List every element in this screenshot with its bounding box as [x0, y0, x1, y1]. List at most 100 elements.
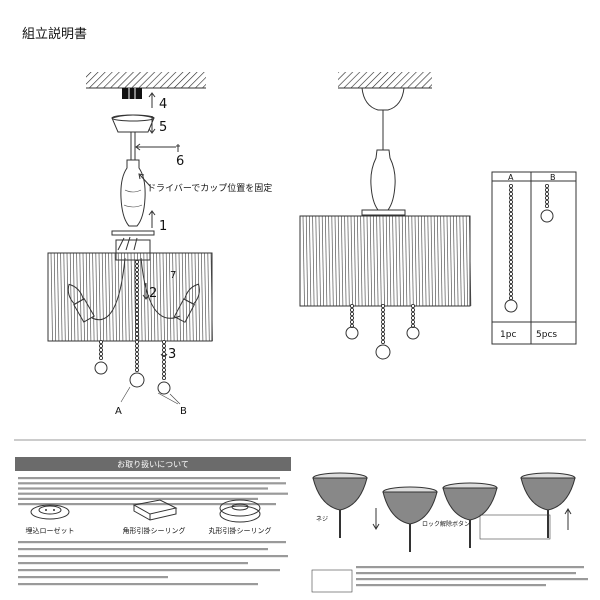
mounting-plate [361, 209, 406, 216]
chain-bead [134, 331, 139, 336]
shade-pleat [53, 252, 57, 342]
shade-pleat [462, 215, 465, 307]
shade-pleat [165, 252, 169, 342]
shade-pleat [424, 215, 427, 307]
chain-bead [134, 359, 139, 364]
chain-bead [545, 187, 550, 192]
install-step-1-cup [312, 472, 368, 538]
shade-pleat [121, 252, 124, 342]
chain-bead [349, 311, 354, 316]
chain-bead [508, 291, 513, 296]
chain-bead [508, 231, 513, 236]
chain-bead [545, 183, 550, 188]
fine-print-line [18, 548, 268, 551]
shade-pleat [430, 215, 433, 307]
chain-bead [349, 315, 354, 320]
chain-bead [410, 315, 415, 320]
shade-pleat [440, 215, 443, 307]
screwdriver-note: ドライバーでカップ位置を固定 [147, 182, 272, 194]
chain-bead [134, 279, 139, 284]
chain-bead [545, 195, 550, 200]
square-ceiling-fixture-icon [132, 499, 178, 521]
shade-pleat [85, 252, 89, 342]
shade-pleat [315, 215, 318, 307]
chain-bead [508, 183, 513, 188]
fine-print-line [18, 541, 286, 544]
chain-bead [508, 223, 513, 228]
shade-pleat [63, 252, 66, 342]
shade-pleat [89, 252, 92, 342]
shade-pleat [191, 252, 194, 342]
chain-bead [508, 267, 513, 272]
shade-pleat [101, 252, 105, 342]
chain-bead [134, 295, 139, 300]
canopy-cup [361, 87, 405, 111]
chain-bead [161, 363, 166, 368]
part-b-pendant [540, 209, 554, 223]
chain-bead [508, 187, 513, 192]
shade-pleat [124, 252, 127, 342]
chain-bead [380, 311, 385, 316]
fine-print-line [18, 487, 268, 490]
fixture-label-square: 角形引掛シーリング [123, 526, 186, 535]
shade-pleat [328, 215, 331, 307]
left-bulb [67, 283, 95, 323]
chain-bead [508, 199, 513, 204]
chain-bead [410, 307, 415, 312]
chain-bead [508, 207, 513, 212]
chain-bead [410, 311, 415, 316]
left-arm [91, 257, 126, 321]
fine-print-line [18, 569, 280, 572]
chain-bead [134, 343, 139, 348]
shade-pleat [312, 215, 315, 307]
chain-bead [134, 367, 139, 372]
chain-bead [380, 339, 385, 344]
note-leader [139, 174, 151, 187]
chain-bead [508, 247, 513, 252]
chain-bead [380, 303, 385, 308]
shade-pleat [178, 252, 181, 342]
chain-bead [134, 351, 139, 356]
shade-pleat [337, 215, 341, 307]
shade-pleat [197, 252, 201, 342]
bulb-glyph: 7 [170, 270, 176, 281]
chain-bead [380, 327, 385, 332]
chain-bead [508, 219, 513, 224]
shade-pleat [169, 252, 172, 342]
shade-pleat [60, 252, 63, 342]
chain-bead [508, 283, 513, 288]
fine-print-line [356, 566, 584, 569]
chain-bead [134, 263, 139, 268]
shade-pleat [395, 215, 398, 307]
chain-bead [508, 263, 513, 268]
chain-bead [508, 287, 513, 292]
shade-pleat [95, 252, 98, 342]
shade-pleat [181, 252, 185, 342]
chain-bead [508, 271, 513, 276]
crystal-pendant-b [94, 361, 108, 375]
shade-pleat [108, 252, 111, 342]
lamp-shade [47, 252, 213, 342]
shade-pleat [73, 252, 76, 342]
shade-pleat [449, 215, 453, 307]
chain-bead [134, 339, 139, 344]
shade-pleat [437, 215, 440, 307]
caution-box [479, 514, 551, 540]
chain-bead [134, 323, 139, 328]
shade-pleat [465, 215, 469, 307]
shade-pleat [401, 215, 405, 307]
shade-pleat [204, 252, 207, 342]
chain-bead [161, 355, 166, 360]
chain-bead [134, 267, 139, 272]
chain-bead [380, 323, 385, 328]
fine-print-line [18, 477, 280, 480]
parts-header-b: B [550, 173, 556, 182]
chain-bead [161, 351, 166, 356]
installation-steps-panel: ネジ ロック解除ボタン [311, 472, 588, 593]
chain-bead [99, 343, 104, 348]
shade-pleat [417, 215, 421, 307]
hanging-rod [130, 131, 136, 161]
chain-bead [134, 311, 139, 316]
chain-bead [161, 347, 166, 352]
parts-header-a: A [508, 173, 514, 182]
